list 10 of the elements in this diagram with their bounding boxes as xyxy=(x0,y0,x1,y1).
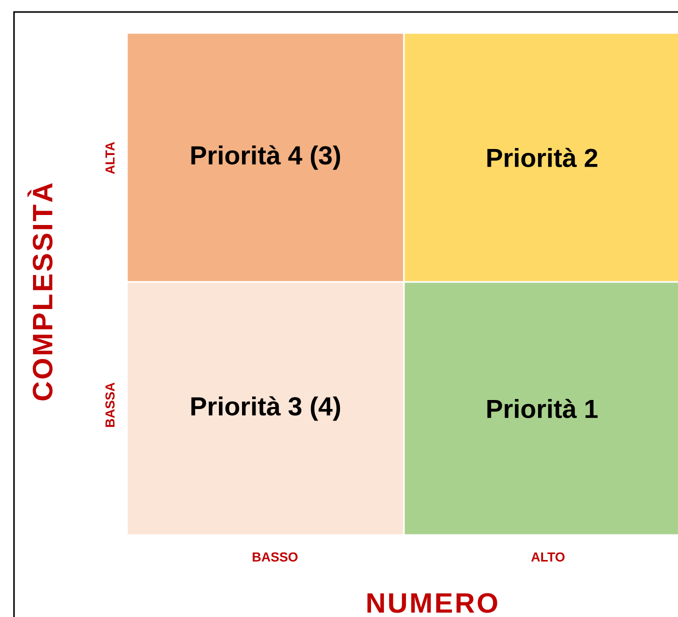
axis-title: COMPLESSITÀ xyxy=(27,183,53,400)
quadrant-box: Priorità 3 (4) xyxy=(126,281,405,536)
axis-label: ALTA xyxy=(106,142,114,174)
axis-label: BASSO xyxy=(252,552,298,562)
quadrant-box: Priorità 2 xyxy=(403,32,678,283)
axis-title: NUMERO xyxy=(367,593,498,613)
quadrant-box: Priorità 1 xyxy=(403,281,678,536)
quadrant-box: Priorità 4 (3) xyxy=(126,32,405,283)
axis-label: BASSA xyxy=(105,382,115,427)
axis-label: ALTO xyxy=(531,552,565,562)
